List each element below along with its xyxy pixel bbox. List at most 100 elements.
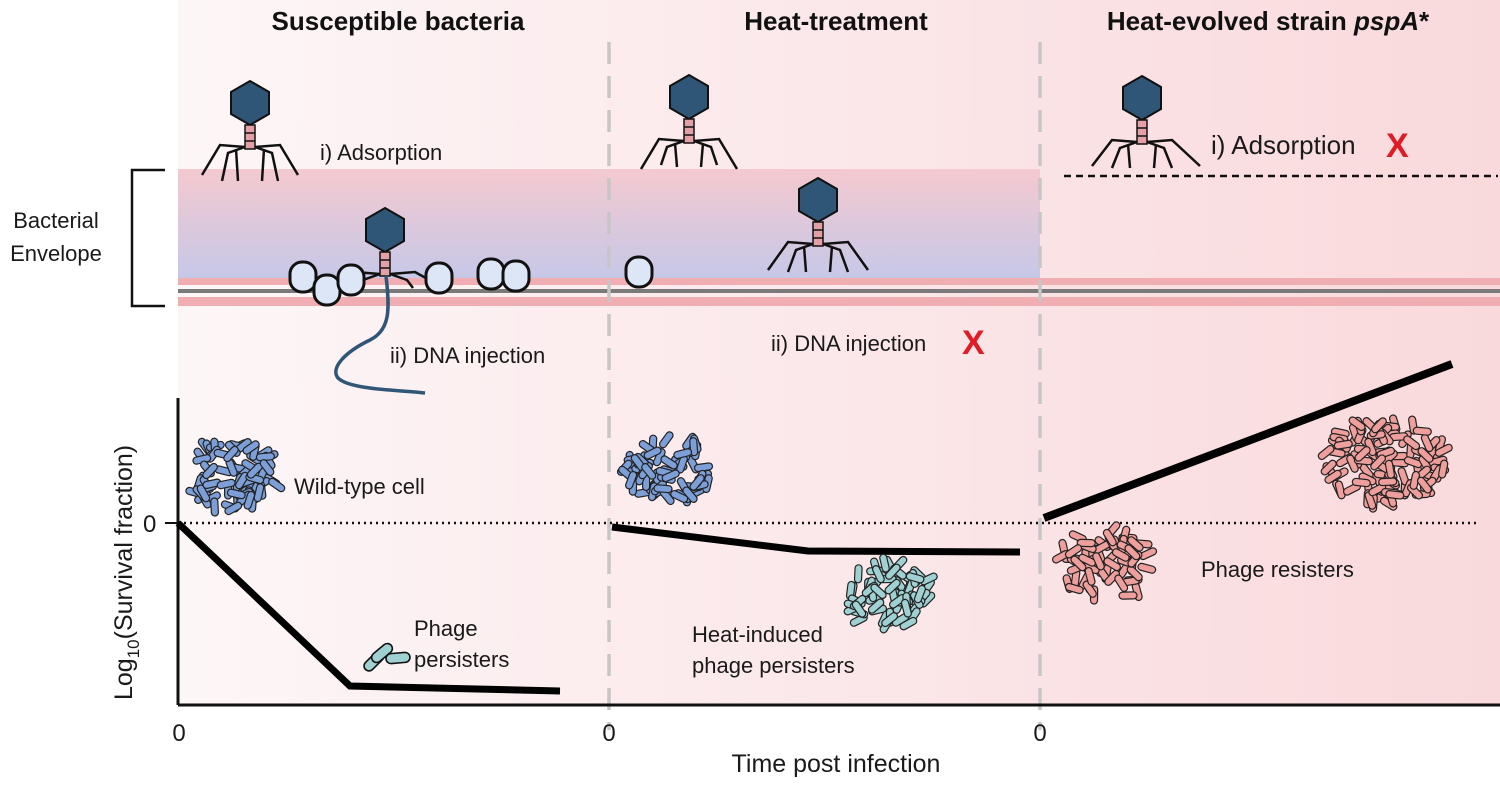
persisters-label-line2: persisters [414,647,509,672]
x-tick-label: 0 [172,720,185,747]
bacterial-cell [1324,469,1342,484]
envelope-label-line2: Envelope [10,241,102,266]
bacterial-cell [226,488,246,500]
bacterial-cell [1403,435,1421,451]
x-tick-label: 0 [602,720,615,747]
wild-type-cell-cluster-icon [616,431,714,507]
bacterial-cell [1370,454,1387,471]
bacterial-cell [216,478,236,490]
wild-type-cell-cluster-icon [185,437,286,517]
persister-cells-icon [363,642,411,672]
resister-cell-cluster-icon [1051,521,1158,605]
bacterial-cell [913,584,926,604]
bacterial-cell [1417,447,1434,463]
bacterial-cell [1064,544,1083,559]
bacterial-cell [851,600,867,618]
bacterial-cell [202,462,218,480]
bacterial-cell [867,598,885,614]
resisters-label: Phage resisters [1201,557,1354,582]
bacterial-cell [1064,582,1084,595]
bacterial-cell [1103,557,1122,572]
bacterial-cell [234,471,250,490]
bacterial-cell [1416,476,1432,494]
panel-title-heat-treatment: Heat-treatment [744,6,928,36]
bacterial-cell [1333,439,1353,450]
bacterial-cell [1137,562,1157,574]
bacterial-cell [1317,444,1335,461]
bacterial-cell [242,440,260,455]
bacterial-cell [670,489,689,504]
bacterial-cell [1371,417,1387,434]
bacterial-cell [1084,566,1096,586]
bacterial-cell [253,483,265,503]
bacterial-cell [1076,538,1096,548]
dna-injection-label-blocked: ii) DNA injection [771,331,926,356]
bacterial-cell [643,446,662,460]
bacterial-cell [658,431,674,449]
bacterial-cell [1412,426,1432,436]
bacterial-cell [223,445,239,463]
bacterial-cell [1334,480,1346,500]
envelope-label-line1: Bacterial [13,208,99,233]
bacterial-cell [1114,574,1129,592]
y-zero-label: 0 [143,511,156,538]
bacterial-cell [900,598,912,618]
blocked-cross-icon: X [962,324,985,362]
bacterial-cell [1102,528,1117,547]
panel-title-heat-evolved: Heat-evolved strain pspA* [1107,6,1430,36]
survival-curve-susceptible [175,520,561,695]
survival-curve-resistant [1042,360,1454,522]
phage-icon [1091,74,1201,169]
wild-type-label: Wild-type cell [294,474,425,499]
bacterial-cell [1438,459,1449,479]
bacterial-cell [1118,591,1138,600]
resister-cell-cluster-icon [1317,414,1453,513]
bacterial-cell [881,612,899,628]
bacterial-cell [653,484,673,494]
bacterial-cell [1126,565,1143,582]
bacterial-cell [905,572,925,584]
panel-title-susceptible: Susceptible bacteria [272,6,525,36]
phage-icon [766,176,870,273]
bacterial-cell [196,484,211,503]
dna-strand [334,275,426,395]
bacterial-cell [1111,548,1130,562]
membrane [178,278,1500,306]
adsorption-label: i) Adsorption [320,140,442,165]
x-tick-label: 0 [1033,720,1046,747]
bacterial-cell [210,497,219,517]
bacterial-cell [625,470,638,490]
bacterial-cell [1351,477,1371,488]
panel-background [178,0,1500,705]
phage-icon [639,73,739,170]
bacterial-cell [243,490,256,510]
y-axis-label: Log10(Survival fraction) [110,445,143,700]
bacterial-cell [1092,552,1105,571]
persisters-label-line1: Phage [414,616,478,641]
bacterial-cell [1378,477,1398,487]
blocked-cross-icon: X [1386,127,1409,165]
persister-cell-cluster-icon [843,553,938,634]
x-axis-label: Time post infection [732,750,941,778]
bacterial-cell [1384,459,1395,479]
bacterial-cell [1434,443,1453,457]
bacterial-cell [1385,490,1405,500]
bacterial-cell [1082,580,1097,598]
receptor-proteins [288,255,654,307]
heat-induced-label-line2: phage persisters [692,653,855,678]
bacterial-cell [661,469,680,483]
heat-induced-label-line1: Heat-induced [692,622,823,647]
bacterial-cell [641,463,657,480]
dna-injection-label: ii) DNA injection [390,343,545,368]
bacterial-cell [259,459,275,477]
bacterial-cell [853,564,863,584]
envelope-bracket [130,168,165,308]
survival-curve-heat-treated [611,523,1021,556]
bacterial-cell [1348,416,1366,432]
bacterial-cell [673,448,693,460]
bacterial-cell [870,583,887,600]
bacterial-cell [871,565,885,584]
bacterial-cell [1320,459,1337,476]
